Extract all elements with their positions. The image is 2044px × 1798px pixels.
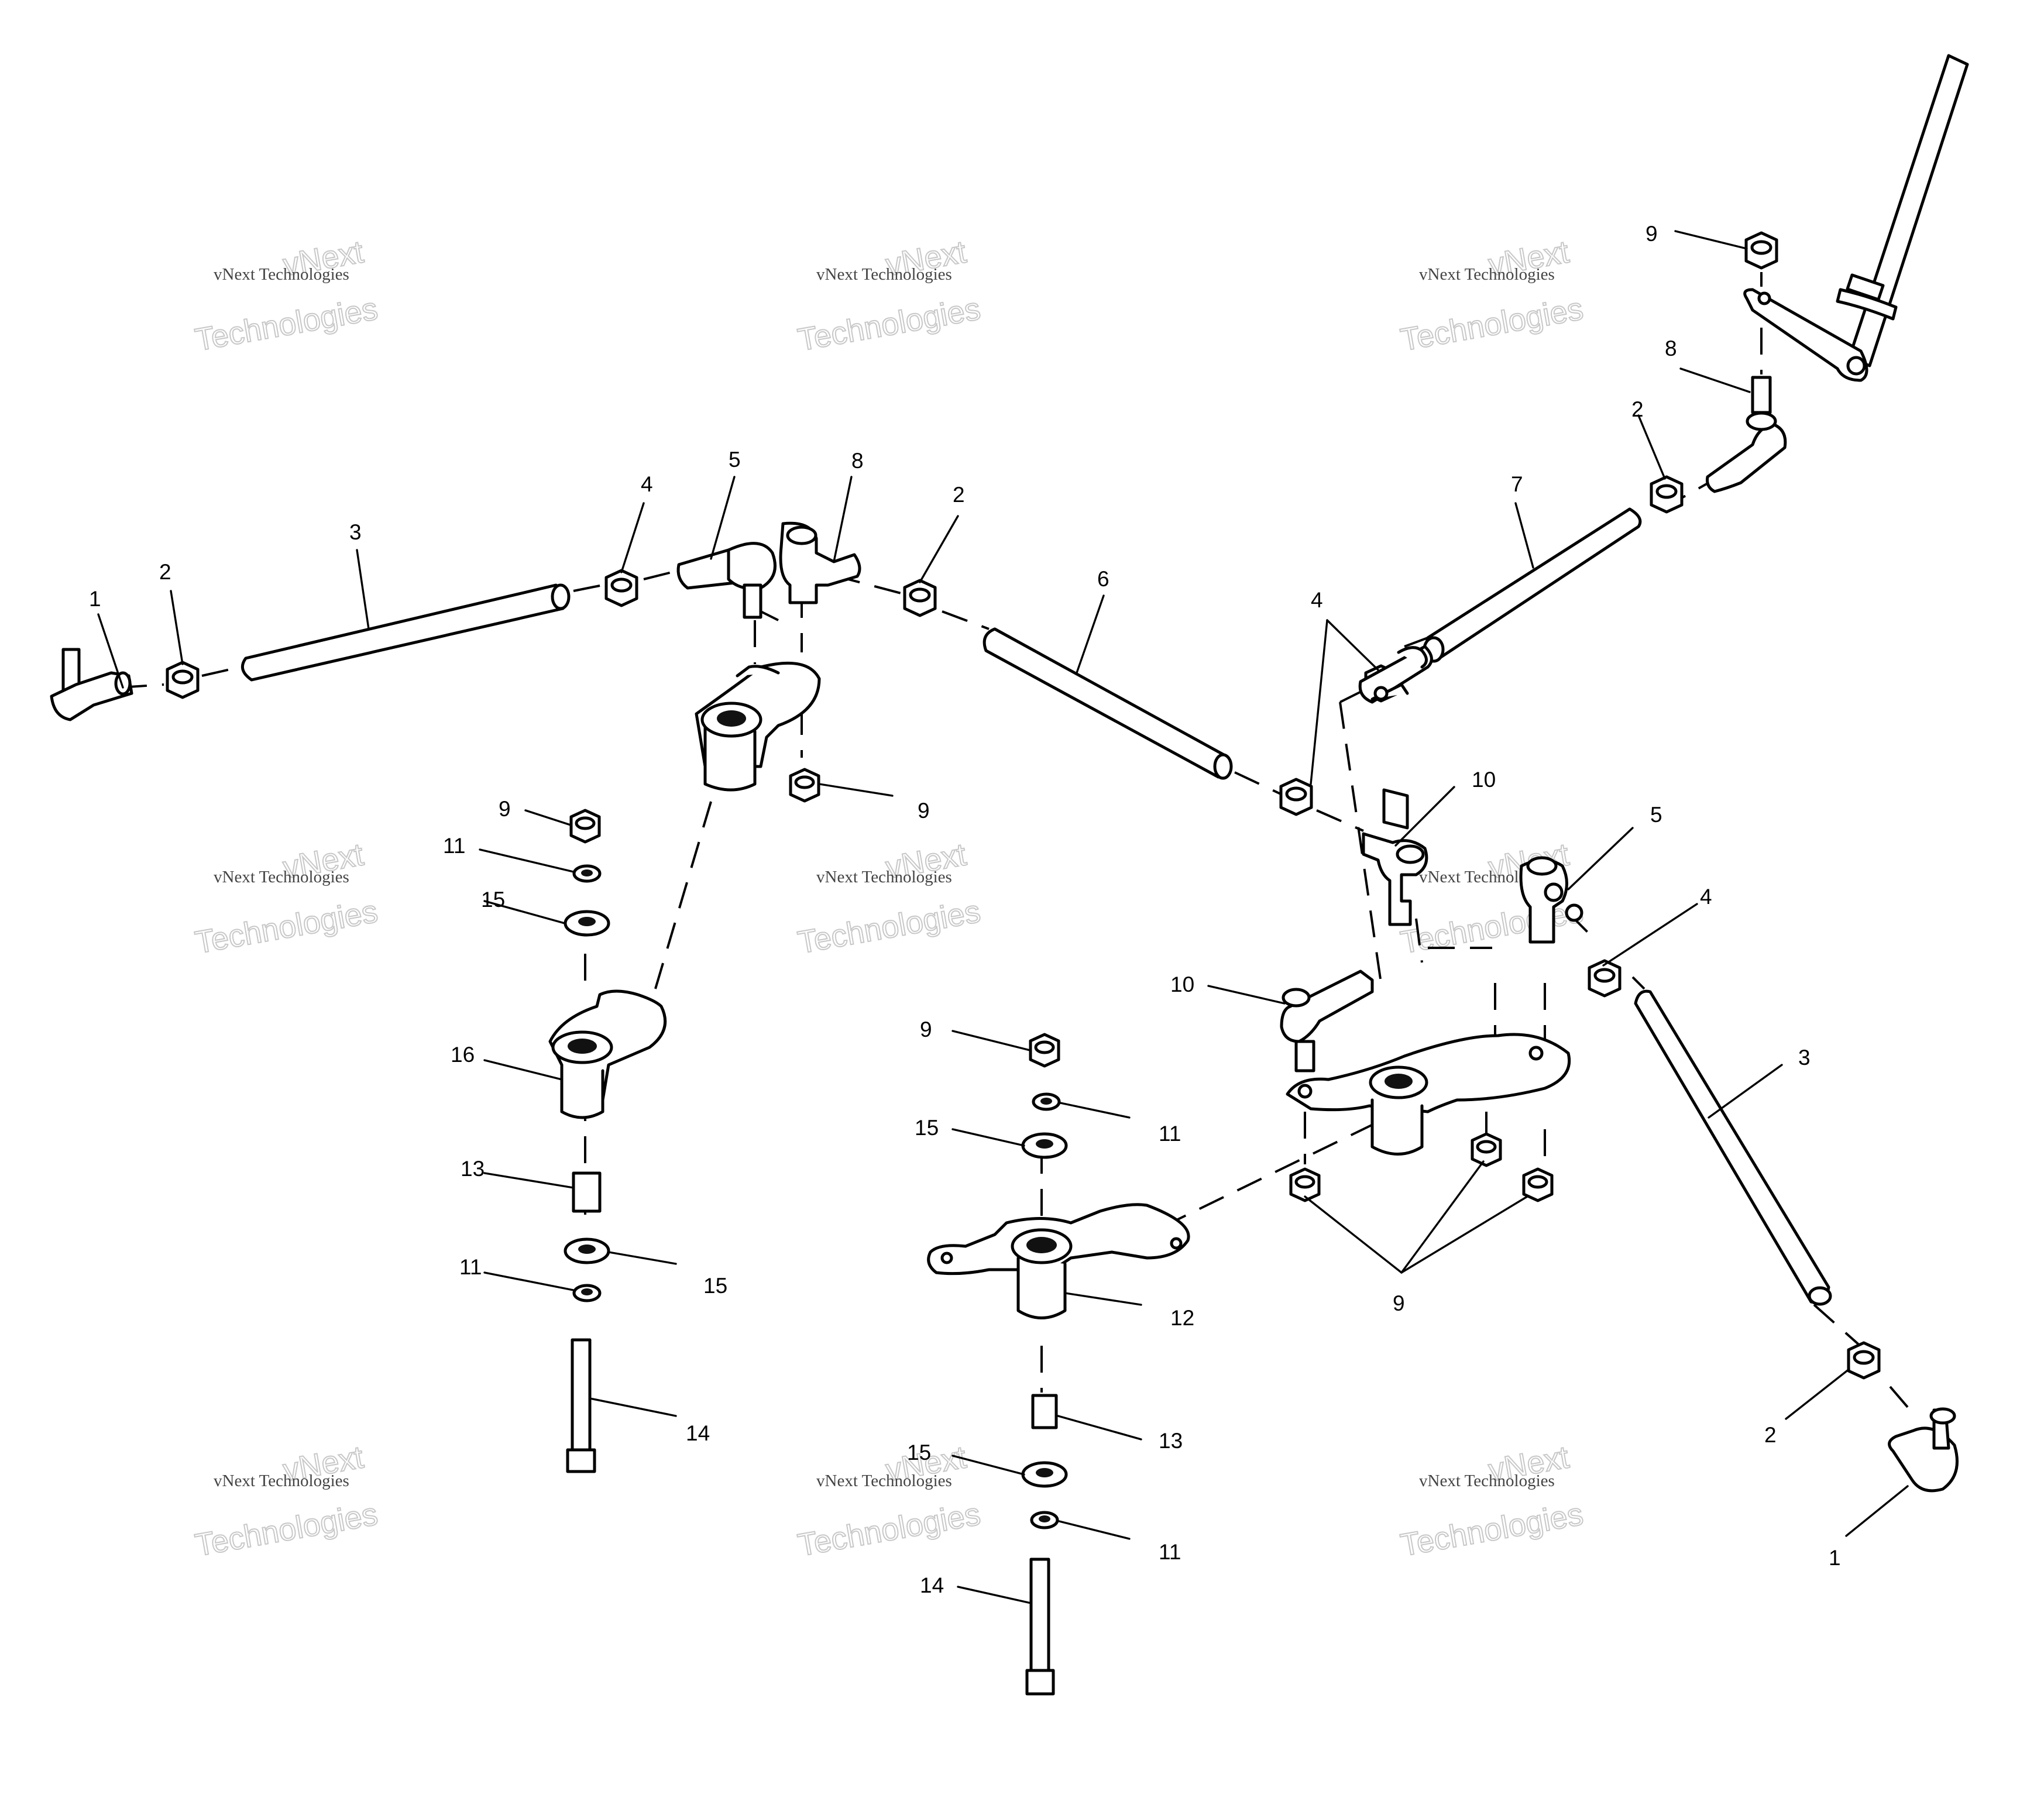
callout-15: 15	[915, 1116, 939, 1140]
pivot-arm-middle-left	[548, 989, 667, 1119]
watermark-text: vNext Technologies	[214, 1472, 349, 1490]
callout-2: 2	[1764, 1423, 1777, 1447]
nut	[604, 569, 638, 607]
tie-rod-end	[50, 648, 133, 721]
nut	[1289, 1167, 1321, 1202]
tie-rod-end	[676, 542, 777, 619]
watermark-text: vNext Technologies	[1419, 265, 1555, 284]
callout-11: 11	[1159, 1122, 1181, 1146]
callout-12: 12	[1170, 1306, 1194, 1330]
tie-rods	[241, 507, 1832, 1306]
watermark-text: vNext Technologies	[816, 1472, 952, 1490]
nut	[789, 768, 820, 803]
watermark-text: vNext Technologies	[816, 265, 952, 284]
svg-text:Technologies: Technologies	[193, 1497, 380, 1563]
watermark-text: vNext Technologies	[1419, 1472, 1555, 1490]
callout-4: 4	[1311, 588, 1323, 612]
tie-rod-end	[1358, 645, 1433, 704]
nut	[1588, 959, 1622, 998]
steering-post	[1743, 54, 1969, 382]
nut	[1279, 778, 1313, 816]
leader-lines	[97, 230, 1909, 1604]
callout-7: 7	[1511, 472, 1523, 496]
callout-3: 3	[1798, 1046, 1811, 1070]
callout-4: 4	[1700, 885, 1712, 909]
nut	[1029, 1033, 1060, 1068]
callout-15: 15	[907, 1441, 931, 1464]
tie-rod-end	[1382, 788, 1409, 830]
callout-5: 5	[1650, 803, 1662, 827]
nut	[1847, 1341, 1881, 1380]
nut	[569, 809, 601, 844]
callout-2: 2	[159, 560, 171, 584]
callout-2: 2	[953, 483, 965, 507]
assembly-centerlines	[119, 272, 1909, 1408]
nut	[1471, 1132, 1502, 1167]
callout-9: 9	[1393, 1291, 1405, 1315]
tie-rod-end	[779, 521, 861, 604]
watermark-text: vNext Technologies	[816, 868, 952, 886]
nut	[1650, 475, 1684, 514]
watermark-group: vNext Technologies vNext Technologies vN…	[192, 233, 1586, 1563]
nut	[166, 661, 200, 699]
callout-8: 8	[851, 449, 864, 473]
nut	[1522, 1167, 1554, 1202]
callout-11: 11	[459, 1255, 482, 1279]
callout-5: 5	[729, 448, 741, 472]
svg-text:Technologies: Technologies	[795, 291, 983, 358]
tie-rod-end	[1280, 970, 1374, 1072]
callout-10: 10	[1170, 972, 1194, 996]
callout-2: 2	[1631, 397, 1644, 421]
tie-rod-end	[1888, 1407, 1959, 1493]
svg-text:Technologies: Technologies	[795, 1497, 983, 1563]
callout-13: 13	[461, 1157, 485, 1181]
tie-rod-ends	[50, 376, 1959, 1493]
tie-rod-end	[1706, 376, 1787, 493]
watermark-text: vNext Technologies	[214, 868, 349, 886]
nut	[1744, 231, 1778, 270]
callout-3: 3	[349, 520, 362, 544]
hardware	[564, 864, 1068, 1696]
callout-9: 9	[1645, 222, 1658, 246]
callout-16: 16	[451, 1043, 475, 1067]
callout-14: 14	[920, 1573, 944, 1597]
callout-14: 14	[686, 1421, 710, 1445]
callout-13: 13	[1159, 1429, 1183, 1453]
callout-9: 9	[499, 797, 511, 821]
pivot-arm-right	[1286, 1033, 1571, 1156]
callout-10: 10	[1472, 768, 1496, 792]
svg-text:Technologies: Technologies	[795, 894, 983, 961]
callout-11: 11	[443, 834, 465, 858]
callout-8: 8	[1665, 336, 1677, 360]
watermark-text: vNext Technologies	[214, 265, 349, 284]
callout-9: 9	[918, 799, 930, 823]
nut	[903, 579, 937, 617]
callout-6: 6	[1097, 567, 1109, 591]
callout-1: 1	[89, 587, 101, 611]
callout-15: 15	[703, 1274, 727, 1298]
callout-15: 15	[481, 888, 505, 912]
callout-labels: 1 2 3 4 5 8 2 6 4 7 2 8 9 9 9 11 15 16 1…	[89, 222, 1841, 1597]
pivot-arms	[548, 661, 1571, 1319]
callout-9: 9	[920, 1017, 932, 1041]
callout-1: 1	[1829, 1546, 1841, 1570]
callout-4: 4	[641, 472, 653, 496]
tie-rod-end	[1519, 856, 1583, 944]
nut-parts	[166, 231, 1881, 1380]
callout-11: 11	[1159, 1540, 1181, 1564]
pivot-arm-center	[927, 1203, 1190, 1319]
svg-text:Technologies: Technologies	[193, 291, 380, 358]
svg-text:Technologies: Technologies	[1398, 291, 1586, 358]
pivot-arm-upper-left	[695, 661, 821, 792]
svg-text:Technologies: Technologies	[193, 894, 380, 961]
svg-text:Technologies: Technologies	[1398, 1497, 1586, 1563]
tie-rod-end	[1362, 832, 1428, 926]
